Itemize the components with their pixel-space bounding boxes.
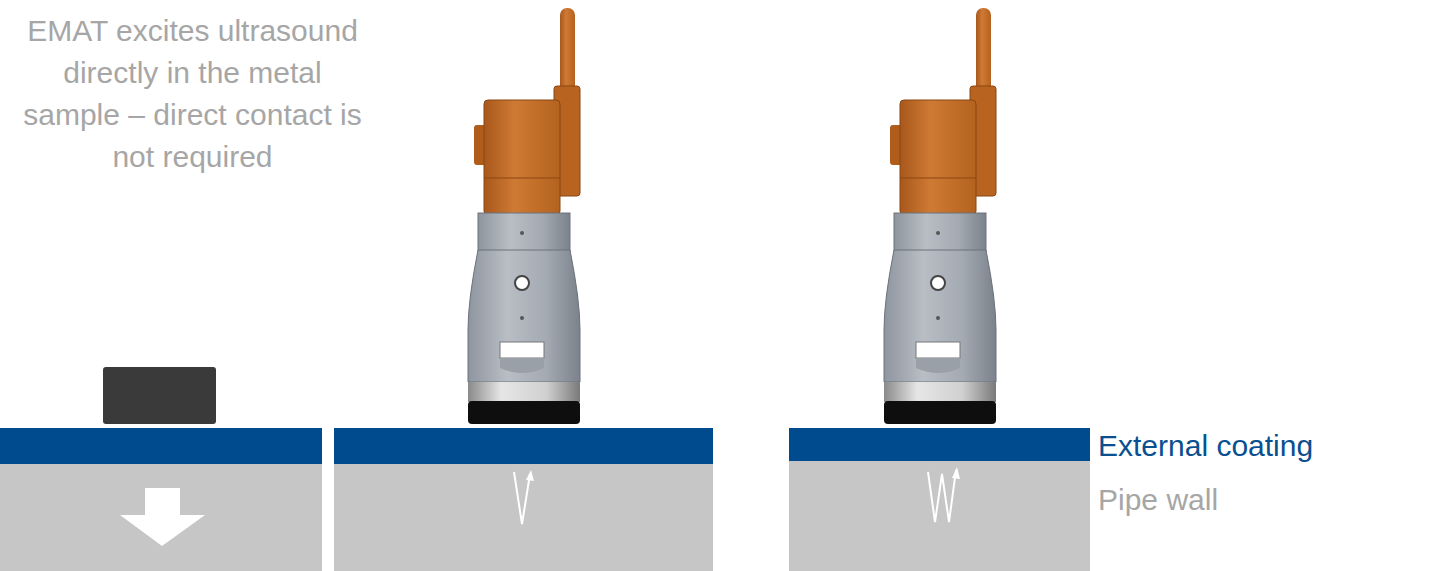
mount-hole	[931, 276, 945, 290]
housing-seam	[900, 178, 976, 179]
description-note: EMAT excites ultrasound directly in the …	[20, 10, 365, 178]
coating-band	[789, 428, 1090, 461]
wave-arrow	[120, 488, 205, 546]
ultrasound-path	[928, 470, 956, 522]
arrowhead	[526, 470, 534, 481]
screw-dot	[936, 316, 940, 320]
slot-lip	[916, 358, 960, 373]
layer-label: Pipe wall	[1098, 482, 1428, 518]
metal-ring	[884, 382, 996, 402]
pipe-wall	[0, 464, 322, 571]
arrowhead	[952, 467, 960, 479]
screw-dot	[520, 316, 524, 320]
sensor-face	[884, 401, 996, 424]
antenna	[560, 8, 575, 93]
probe-neck	[894, 213, 986, 253]
window-slot	[916, 342, 960, 358]
probe-neck	[478, 213, 570, 253]
probe-body	[468, 250, 580, 382]
electronics-housing	[900, 100, 976, 215]
emat-sensor	[103, 367, 216, 424]
mount-hole	[515, 276, 529, 290]
coating-band	[334, 428, 713, 464]
layer-label: External coating	[1098, 428, 1428, 464]
metal-ring	[468, 382, 580, 402]
electronics-housing	[484, 100, 560, 215]
sensor-face	[468, 401, 580, 424]
screw-dot	[936, 231, 940, 235]
emat-probe	[468, 8, 580, 424]
emat-probe	[884, 8, 996, 424]
screw-dot	[520, 231, 524, 235]
coating-band	[0, 428, 322, 464]
housing-seam	[484, 178, 560, 179]
pipe-wall	[789, 461, 1090, 571]
panel-multiple-echo	[789, 8, 1090, 571]
panel-principle	[0, 367, 322, 571]
antenna	[976, 8, 991, 93]
panel-single-echo	[334, 8, 713, 571]
pipe-wall	[334, 464, 713, 571]
probe-body	[884, 250, 996, 382]
slot-lip	[500, 358, 544, 373]
window-slot	[500, 342, 544, 358]
